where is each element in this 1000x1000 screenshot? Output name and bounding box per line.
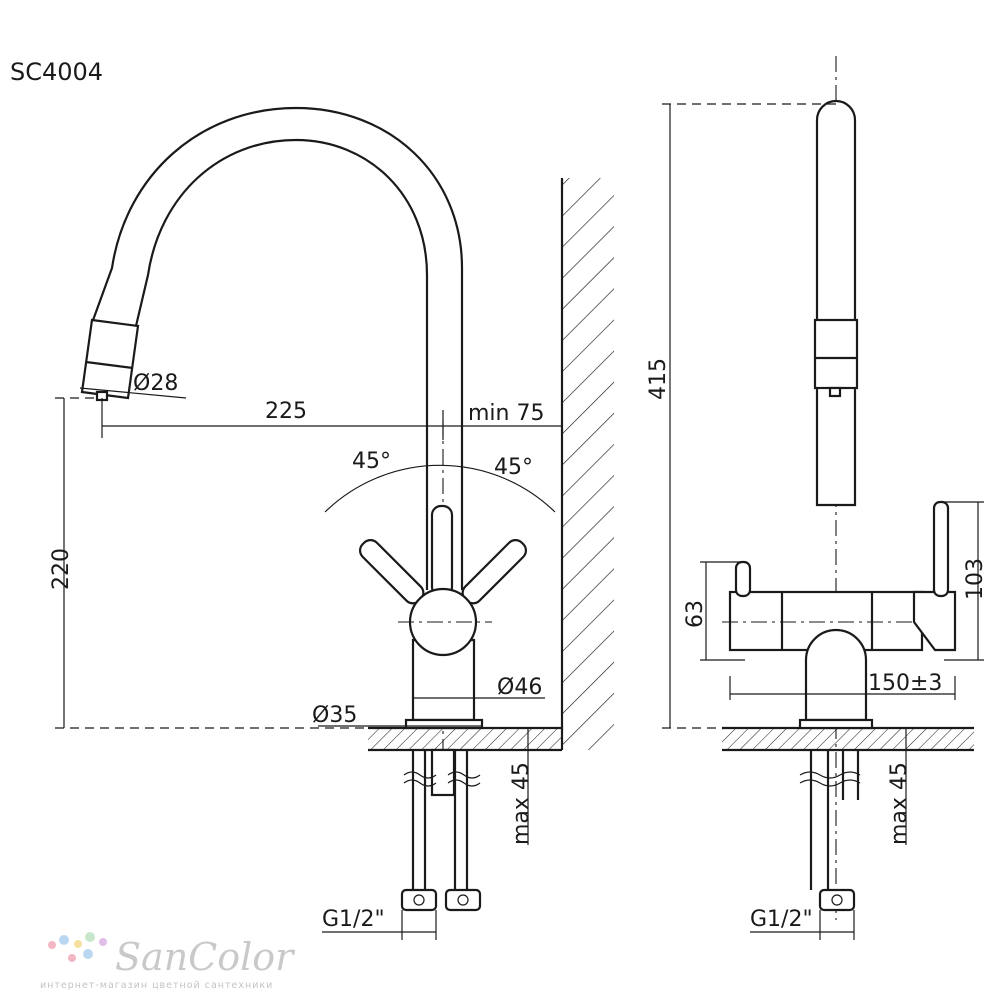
lower-body-side [804, 628, 868, 722]
countertop-side [722, 728, 974, 750]
watermark-dot [59, 935, 69, 945]
dim-body-diam: Ø46 [497, 675, 542, 700]
watermark-tagline: интернет-магазин цветной сантехники [40, 980, 273, 991]
dim-left-height: 63 [683, 600, 708, 628]
dim-right-height: 103 [963, 558, 988, 600]
dim-min-wall: min 75 [468, 401, 544, 426]
mounting-stud [430, 748, 456, 797]
angle-arc [324, 464, 556, 513]
dim-angle-left: 45° [352, 449, 391, 474]
watermark-dot [83, 949, 93, 959]
dim-thread-side: G1/2" [750, 907, 813, 932]
dim-mount-diam: Ø35 [312, 703, 357, 728]
spray-head-side [813, 318, 859, 390]
right-handle-side [932, 500, 950, 598]
dim-spout-height: 220 [49, 548, 74, 590]
left-handle-side [734, 560, 752, 598]
handle-right [461, 538, 528, 605]
dim-aerator-diam: Ø28 [133, 371, 178, 396]
watermark-dot [68, 954, 76, 962]
spout-inner [134, 138, 429, 428]
hose-nut-right [444, 888, 482, 912]
hose-nut-left [400, 888, 438, 912]
spout-side [815, 99, 857, 507]
handle-left [358, 538, 425, 605]
watermark-brand: SanColor [115, 935, 296, 979]
spout-outer [90, 106, 464, 428]
dim-max-thickness-front: max 45 [509, 762, 534, 845]
hose-nut-side [818, 888, 856, 912]
watermark-dot [48, 941, 56, 949]
dim-reach: 225 [265, 399, 307, 424]
wall-hatch [562, 178, 614, 750]
dim-thread-front: G1/2" [322, 907, 385, 932]
base-ring [404, 718, 484, 730]
dim-angle-right: 45° [494, 455, 533, 480]
handle-center [430, 504, 454, 598]
watermark-dot [85, 932, 95, 942]
watermark-dot [74, 940, 82, 948]
model-title: SC4004 [10, 58, 103, 86]
dim-handle-span: 150±3 [868, 671, 942, 696]
watermark-dot [99, 938, 107, 946]
watermark-logo: SanColor интернет-магазин цветной сантех… [40, 932, 296, 991]
dim-total-height: 415 [646, 358, 671, 400]
dim-max-thickness-side: max 45 [887, 762, 912, 845]
front-view: 225 min 75 Ø28 220 45° 45° Ø46 Ø35 max 4… [49, 106, 614, 940]
side-view: 415 63 103 150±3 max 45 G1/2" [646, 56, 988, 940]
countertop-front [368, 728, 562, 750]
spray-head [80, 318, 140, 400]
